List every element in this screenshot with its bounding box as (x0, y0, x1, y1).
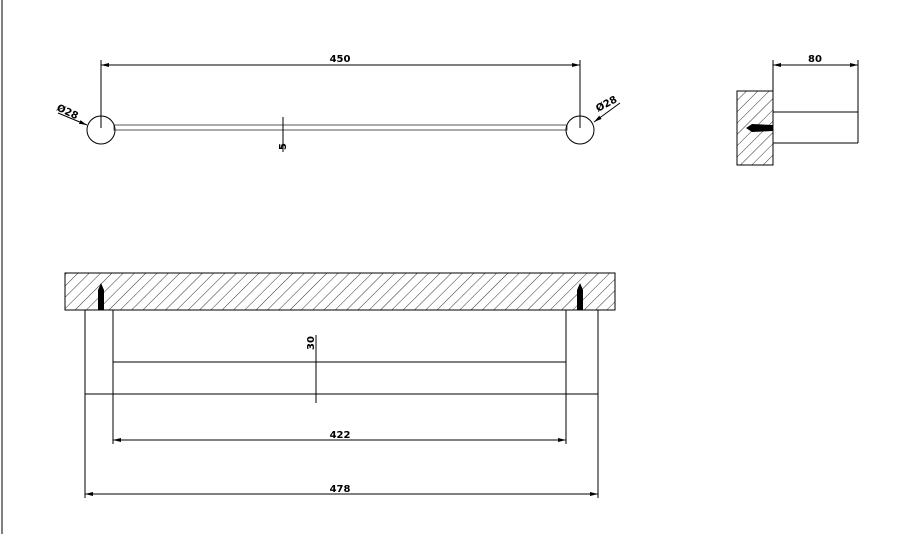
side-view: 80 (736, 54, 859, 166)
right-diameter-label: Ø28 (594, 94, 619, 115)
towel-bar-top (113, 124, 568, 131)
dimension-422-label: 422 (330, 430, 351, 441)
left-mount-circle (86, 115, 116, 145)
screw-icon (746, 124, 773, 132)
screw-left-icon (98, 283, 104, 310)
front-view: 30 422 478 (64, 272, 616, 498)
dimension-450-label: 450 (330, 54, 351, 65)
wall-section (64, 272, 616, 311)
dimension-478-label: 478 (330, 484, 351, 495)
top-view: 450 Ø28 Ø28 5 (55, 54, 621, 152)
dimension-80-label: 80 (808, 54, 822, 65)
right-post (565, 309, 599, 395)
leader-right (593, 102, 621, 123)
leader-left (57, 112, 88, 126)
left-post (84, 309, 114, 395)
height-30-label: 30 (306, 336, 317, 350)
right-mount-circle (565, 115, 595, 145)
left-diameter-label: Ø28 (55, 102, 80, 122)
screw-right-icon (577, 283, 583, 310)
thickness-label: 5 (278, 143, 289, 150)
